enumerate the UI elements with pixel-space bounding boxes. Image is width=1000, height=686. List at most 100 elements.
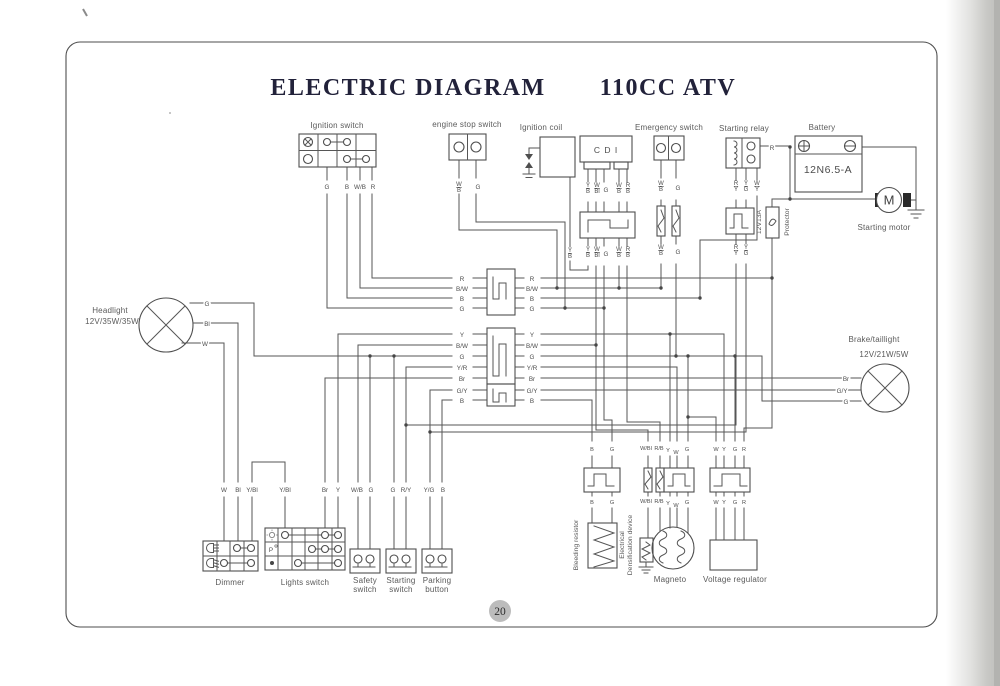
battery-plus-terminal-icon <box>797 139 811 153</box>
wire-label: W <box>202 341 208 348</box>
pin-label: B/W <box>456 286 468 293</box>
position-lamp-icon: P <box>269 547 273 554</box>
wire-label: G <box>391 487 396 494</box>
motor-symbol <box>875 186 903 214</box>
ignition-switch: Ignition switch G B W/B R <box>298 121 377 191</box>
wire-label: Y <box>336 487 341 494</box>
harness-connector-5pin: Y B/W G Y/R Br Y B/W G Y/R Br <box>456 327 538 385</box>
pin-label: G <box>530 354 535 361</box>
wire-label: W <box>713 447 719 453</box>
wire-label: B <box>590 447 594 453</box>
wire-label: G <box>610 447 614 453</box>
densification-device-label: Electrical <box>619 531 626 559</box>
starting-motor: M Starting motor <box>857 186 911 232</box>
wire-label: G <box>610 500 614 506</box>
emergency-switch-label: Emergency switch <box>635 123 703 132</box>
spark-plug-icon <box>522 147 541 178</box>
safety-switch-label: Safety <box>353 576 377 585</box>
wire-label: G/Y <box>837 388 849 395</box>
ignition-coil-label: Ignition coil <box>520 123 563 132</box>
wire-label: G <box>676 249 681 256</box>
pin-label: G <box>460 354 465 361</box>
scan-page-edge <box>994 0 1000 686</box>
densification-device: Electrical Densification device <box>619 515 654 576</box>
junction-dots <box>368 145 792 434</box>
wire-mesh <box>181 145 925 550</box>
starting-switch: Starting switch <box>385 548 417 594</box>
wire-label: B <box>441 487 445 494</box>
headlight: Headlight 12V/35W/35W G Bl W <box>85 297 211 353</box>
dimmer-switch: Dimmer <box>202 540 259 587</box>
densification-device-label: Densification device <box>627 515 634 576</box>
motor-letter: M <box>884 193 895 208</box>
battery: Battery 12N6.5-A <box>794 123 863 193</box>
headlight-rating: 12V/35W/35W <box>85 317 139 326</box>
wire-label: R <box>371 184 376 191</box>
wire-label: R <box>770 145 775 152</box>
wire-label: G <box>369 487 374 494</box>
wire-label: W/B <box>351 487 363 494</box>
cdi-label: C D I <box>594 145 618 155</box>
pin-label: G <box>530 306 535 313</box>
battery-label: Battery <box>809 123 836 132</box>
wire-label: G <box>476 184 481 191</box>
wire-label: W <box>673 503 679 509</box>
wire-label: G <box>205 301 210 308</box>
wire-label: R/B <box>654 499 664 505</box>
connector-symbol <box>709 467 751 493</box>
page-title: ELECTRIC DIAGRAM <box>270 75 545 101</box>
wire-label: Br <box>843 376 849 383</box>
pin-label: B <box>460 296 464 303</box>
pin-label: Y/R <box>457 365 468 372</box>
motor-brush <box>903 193 911 207</box>
pin-label: B/W <box>456 343 468 350</box>
pin-label: R <box>530 276 535 283</box>
page-subtitle: 110CC ATV <box>600 75 736 101</box>
wire-label: Y/G <box>424 487 435 494</box>
engine-stop-switch-label: engine stop switch <box>432 120 501 129</box>
harness-connector-4pin: R B/W B G R B/W B G <box>456 268 538 316</box>
scan-speck <box>169 112 171 114</box>
wire-label: R <box>742 447 746 453</box>
wire-label: W <box>221 487 227 494</box>
starting-relay-label: Starting relay <box>719 124 769 133</box>
wire-label: Y/Bl <box>246 487 258 494</box>
pin-label: B/W <box>526 286 538 293</box>
position-lamp-icon <box>274 544 278 548</box>
starting-motor-label: Starting motor <box>857 223 910 232</box>
battery-model: 12N6.5-A <box>804 164 852 176</box>
wire-label: Bl <box>235 487 241 494</box>
key-position-icon <box>302 136 314 148</box>
relay-connector <box>725 207 755 235</box>
wire-label: G <box>733 500 737 506</box>
bleeding-resistor-label: Bleeding resistor <box>573 519 580 570</box>
wire-label: Y/Bl <box>279 487 291 494</box>
magneto-symbol <box>651 526 695 570</box>
battery-minus-terminal-icon <box>843 139 857 153</box>
parking-button-label: button <box>425 585 448 594</box>
magneto: Magneto <box>651 526 695 584</box>
connector-symbol <box>663 467 695 493</box>
lights-switch: P Lights switch <box>264 527 346 587</box>
resistor-box <box>587 522 618 569</box>
fuse-symbol <box>765 206 780 239</box>
bottom-wire-labels: W Bl Y/Bl Y/Bl Br Y W/B G G R/Y Y/G B <box>221 487 445 494</box>
protector-label: Protector <box>784 207 791 235</box>
pin-label: Y/R <box>527 365 538 372</box>
